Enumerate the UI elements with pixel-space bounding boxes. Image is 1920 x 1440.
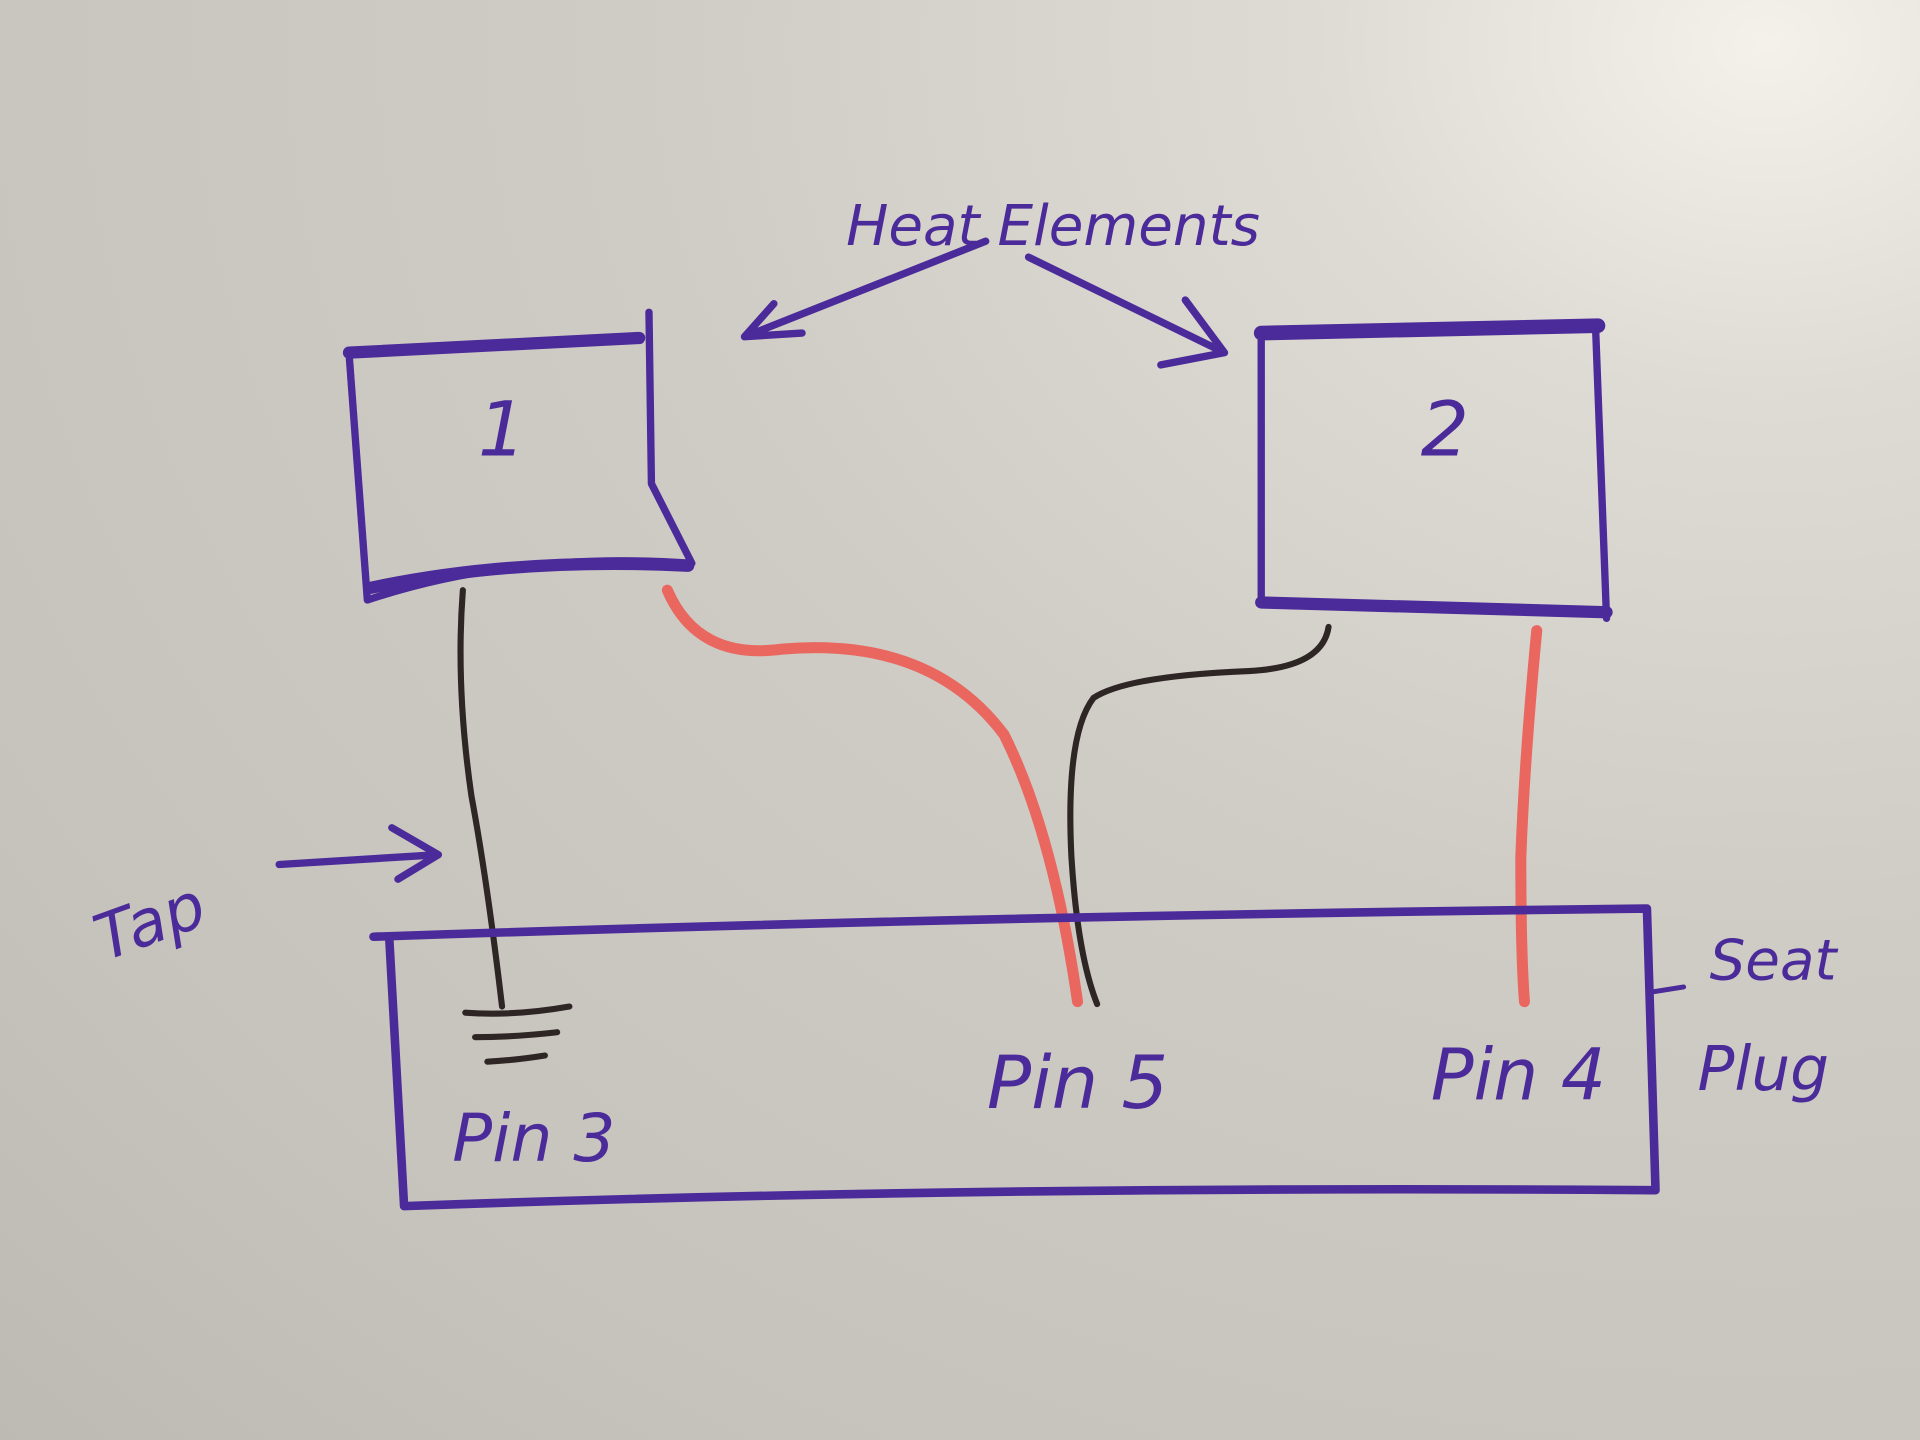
red-wire-element-1	[661, 584, 1084, 1008]
arrow-to-element-2	[1024, 253, 1229, 369]
red-wire-element-2	[1515, 625, 1543, 1008]
tap-arrow	[275, 824, 443, 883]
pin-4-label: Pin 4	[1431, 1034, 1606, 1117]
black-wire-element-1	[457, 587, 506, 1010]
pin-3-label: Pin 3	[452, 1100, 615, 1177]
plug-label: Plug	[1697, 1034, 1829, 1105]
seat-plug: Seat Plug	[369, 904, 1839, 1211]
heat-element-2: 2	[1253, 318, 1613, 623]
pin-5-label: Pin 5	[987, 1041, 1168, 1126]
element-1-label: 1	[478, 386, 526, 474]
arrow-to-element-1	[740, 237, 990, 341]
heat-element-1: 1	[342, 308, 696, 604]
heat-elements-label: Heat Elements	[846, 194, 1260, 259]
element-2-label: 2	[1421, 386, 1469, 474]
tap-label: Tap	[85, 869, 215, 977]
black-wire-element-2	[1067, 623, 1332, 1008]
seat-label: Seat	[1710, 929, 1839, 994]
ground-icon	[462, 1003, 573, 1065]
